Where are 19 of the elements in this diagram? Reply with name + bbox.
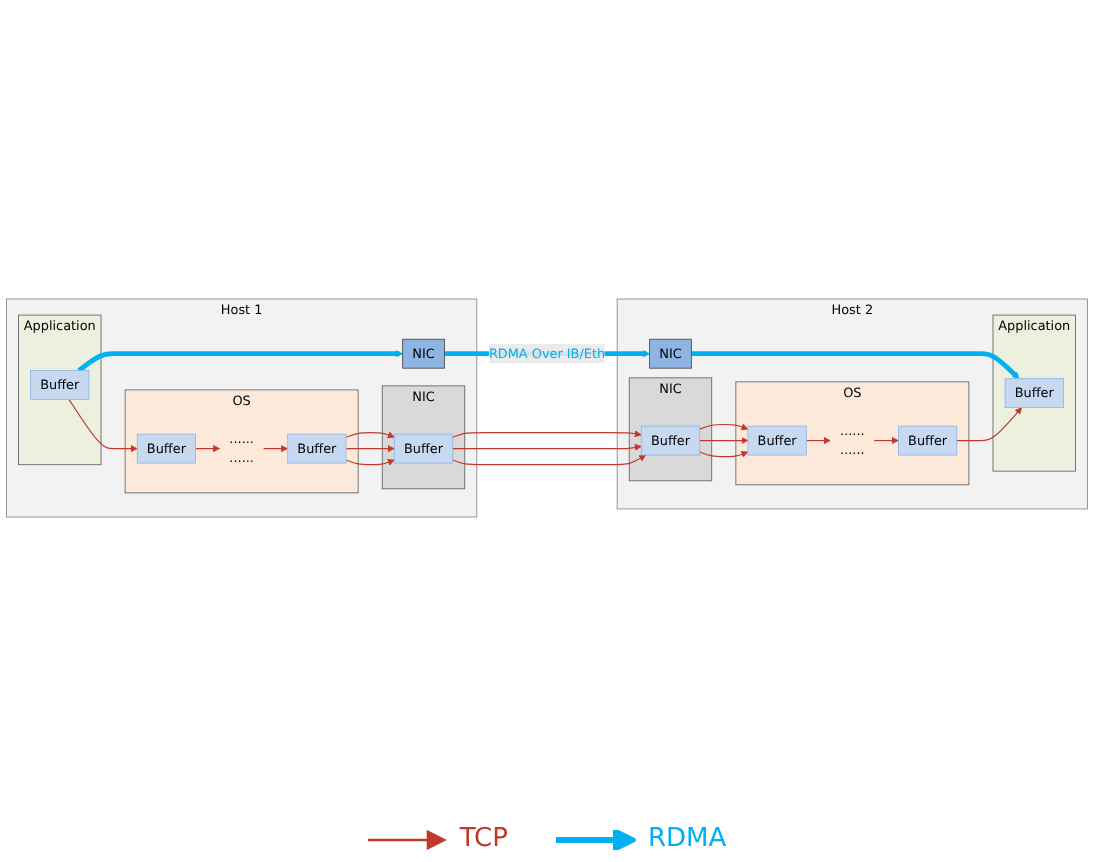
arrow	[194, 445, 221, 453]
arrow	[345, 431, 395, 439]
arrow	[452, 454, 647, 466]
arrow	[873, 437, 899, 445]
arrow	[345, 445, 395, 453]
arrow	[805, 437, 831, 445]
arrow	[699, 437, 749, 445]
arrow	[262, 445, 288, 453]
arrow	[691, 351, 1020, 379]
arrow	[68, 398, 138, 453]
legend-label: RDMA	[647, 824, 727, 854]
legend-label: TCP	[459, 824, 508, 854]
arrow	[77, 350, 403, 373]
arrow	[699, 451, 749, 458]
arrow	[345, 459, 395, 466]
arrow	[956, 407, 1022, 442]
arrow	[452, 430, 642, 438]
arrow	[699, 423, 749, 431]
arrow	[452, 444, 642, 451]
